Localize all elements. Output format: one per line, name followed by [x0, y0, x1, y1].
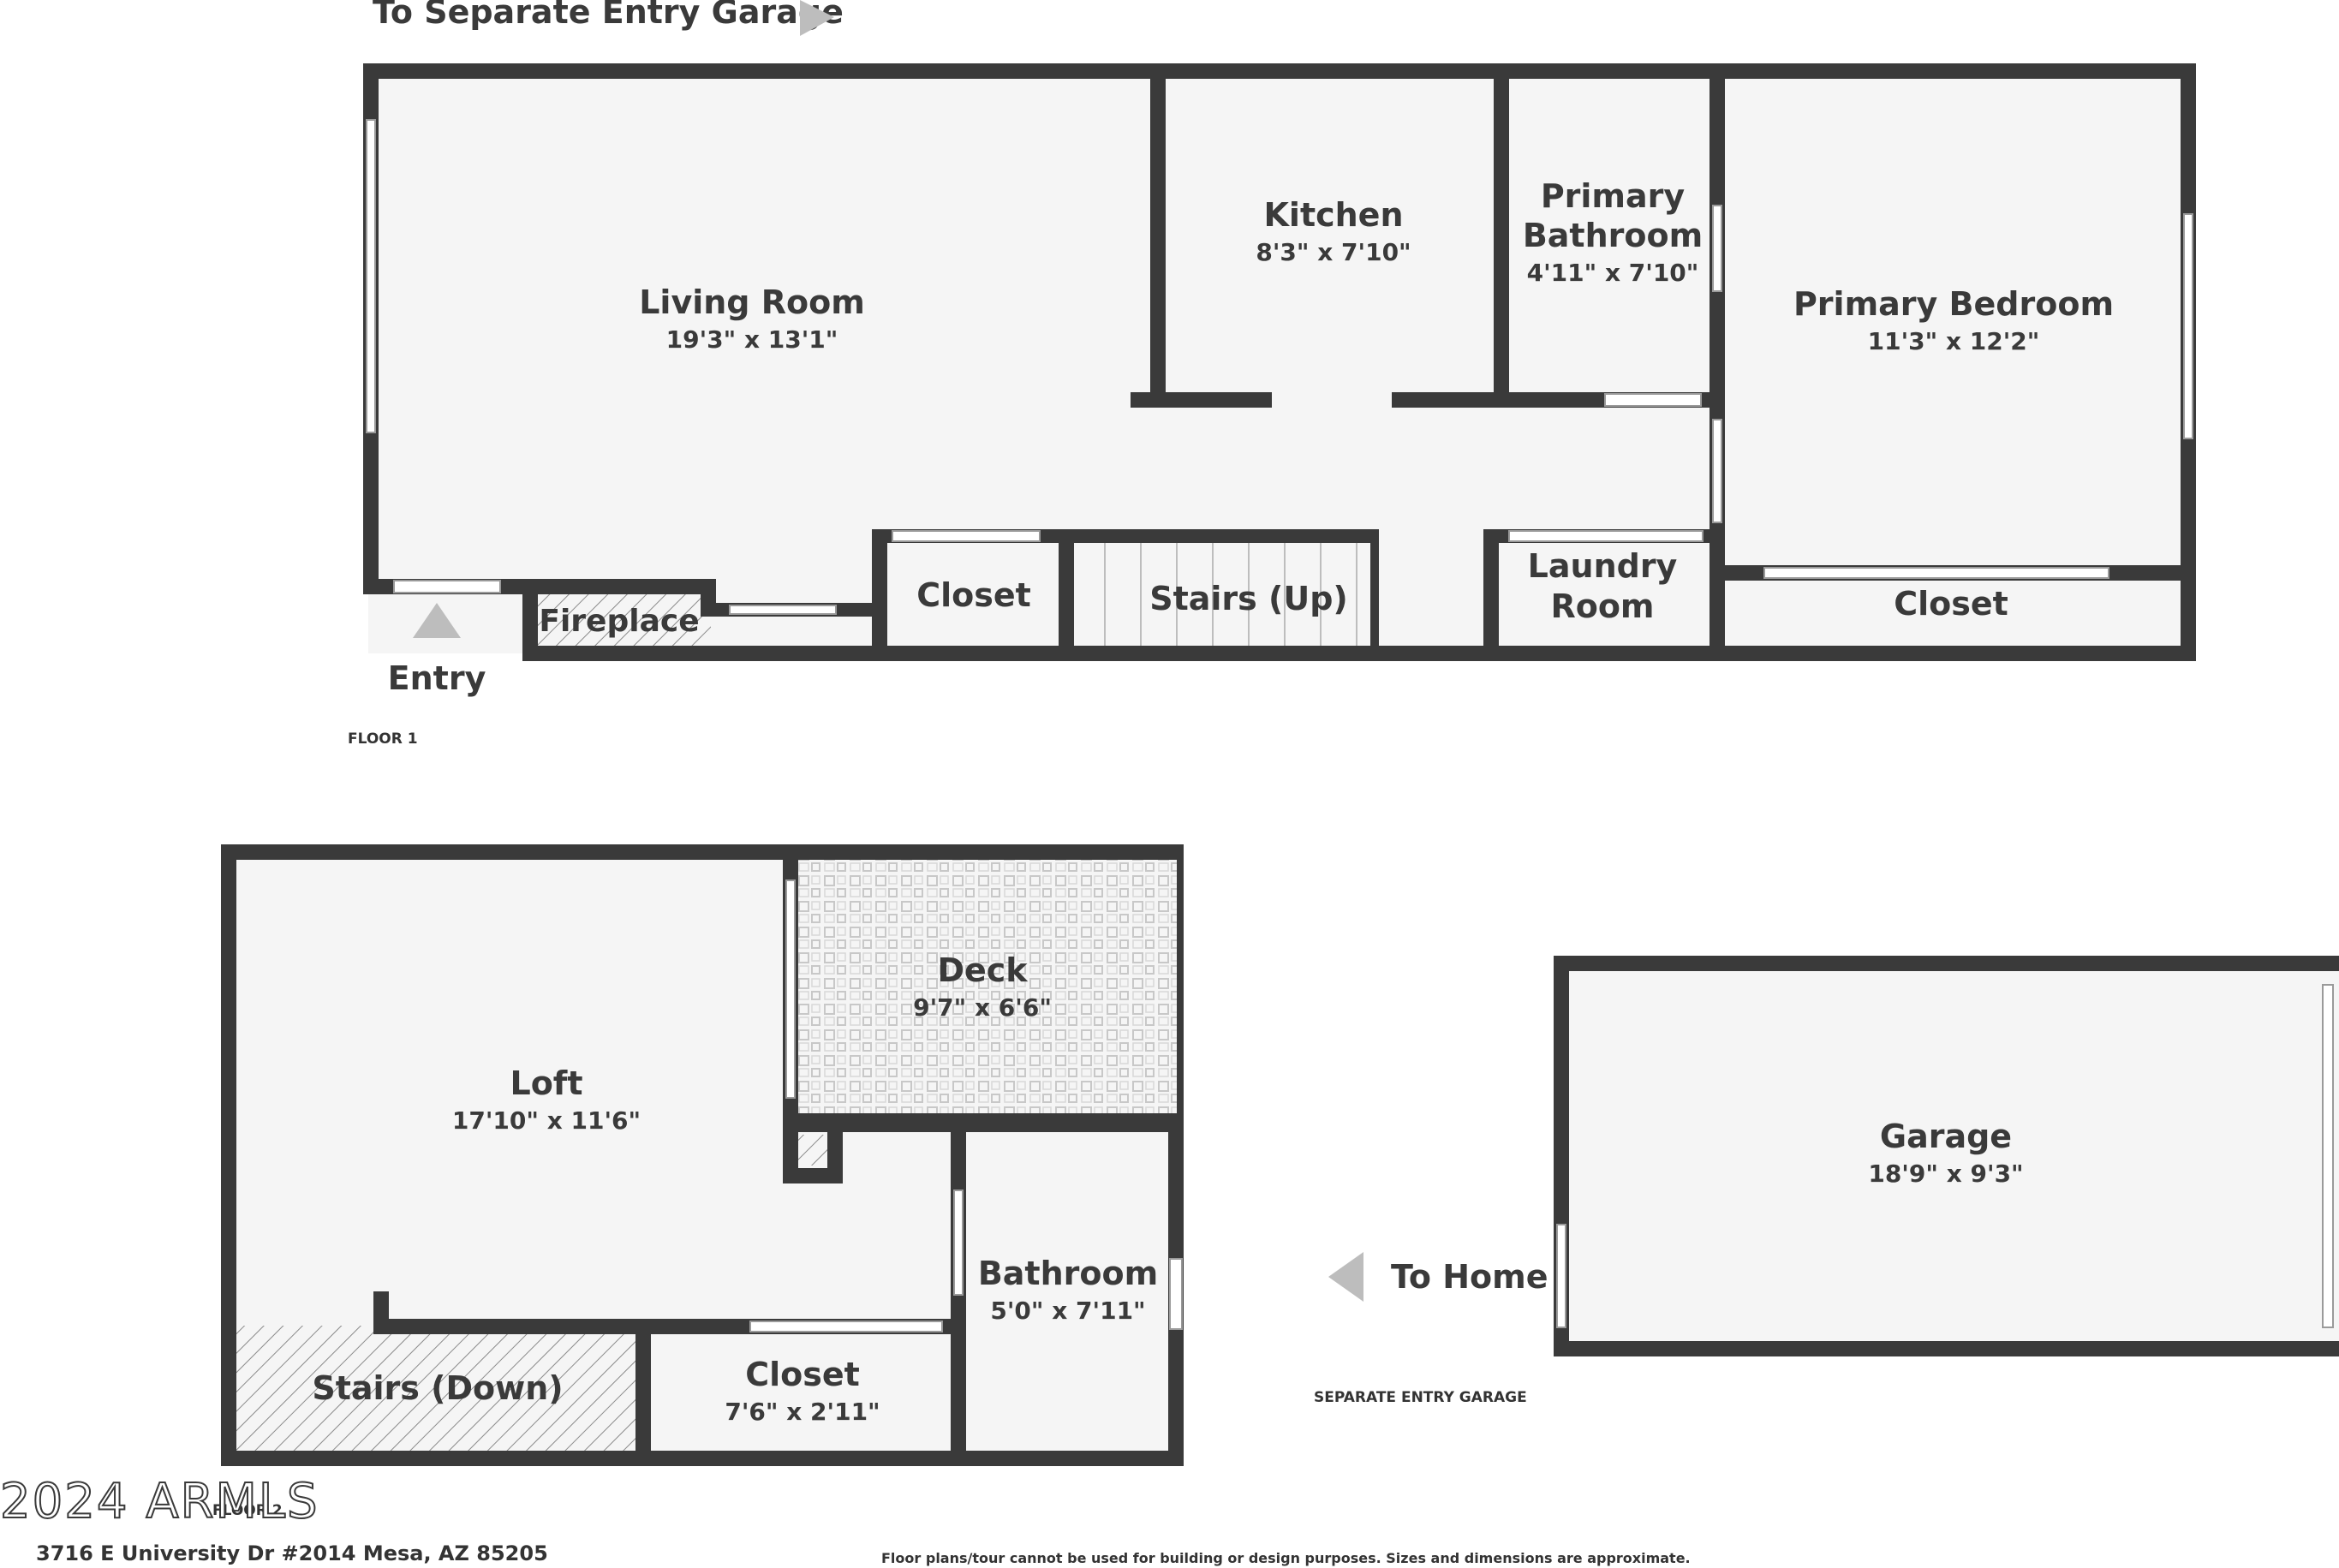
fireplace-hatch: [526, 585, 711, 653]
garage-dims: 18'9" x 9'3": [1868, 1160, 2023, 1188]
garage-openings: [1556, 984, 2334, 1328]
to-garage-label: To Separate Entry Garage: [373, 0, 844, 31]
to-garage-arrow-icon: [800, 0, 834, 36]
closet-3-dims: 7'6" x 2'11": [725, 1398, 880, 1426]
to-home-arrow-icon: [1328, 1252, 1363, 1302]
garage-plan: Garage 18'9" x 9'3" To Home SEPARATE ENT…: [1314, 956, 2339, 1406]
loft-name: Loft: [510, 1064, 582, 1102]
primary-bedroom-name: Primary Bedroom: [1793, 285, 2114, 323]
deck-name: Deck: [937, 951, 1028, 989]
address-label: 3716 E University Dr #2014 Mesa, AZ 8520…: [36, 1541, 548, 1565]
chase-hatch: [797, 1135, 827, 1166]
garage-area: [1560, 963, 2339, 1344]
closet-label-2: Closet: [1894, 585, 2008, 623]
primary-bathroom-dims: 4'11" x 7'10": [1527, 259, 1699, 287]
floor-1-openings: [366, 119, 2193, 615]
fireplace-label: Fireplace: [539, 604, 699, 639]
to-home-label: To Home: [1391, 1258, 1548, 1296]
garage-name: Garage: [1880, 1118, 2012, 1155]
closet-label-1: Closet: [916, 576, 1031, 614]
loft-dims: 17'10" x 11'6": [452, 1106, 641, 1135]
entry-label: Entry: [388, 659, 486, 697]
deck-tiles: [797, 860, 1182, 1117]
laundry-room-name-line1: Laundry: [1528, 547, 1678, 585]
laundry-room-name-line2: Room: [1550, 587, 1654, 625]
stairs-up-treads: [1104, 538, 1357, 651]
disclaimer-text: Floor plans/tour cannot be used for buil…: [881, 1550, 1691, 1566]
living-room-name: Living Room: [639, 283, 865, 321]
closet-label-3: Closet: [745, 1356, 860, 1393]
floor-2-openings: [749, 879, 1183, 1333]
deck-dims: 9'7" x 6'6": [913, 993, 1052, 1022]
kitchen-dims: 8'3" x 7'10": [1256, 238, 1411, 266]
stairs-down-hatch: [233, 1326, 639, 1452]
floor-1-label: FLOOR 1: [348, 730, 418, 748]
kitchen-name: Kitchen: [1263, 196, 1403, 234]
primary-bathroom-name-line1: Primary: [1541, 177, 1686, 215]
stairs-down-label: Stairs (Down): [312, 1369, 563, 1407]
bathroom-dims: 5'0" x 7'11": [990, 1297, 1145, 1325]
watermark: 2024 ARMLS: [0, 1474, 319, 1529]
entry-arrow-icon: [413, 603, 461, 638]
garage-caption: SEPARATE ENTRY GARAGE: [1314, 1389, 1527, 1406]
primary-bathroom-name-line2: Bathroom: [1523, 217, 1703, 254]
floor-1-area: [368, 72, 2187, 653]
primary-bedroom-dims: 11'3" x 12'2": [1868, 327, 2040, 355]
floor-1-plan: Living Room 19'3" x 13'1" Kitchen 8'3" x…: [348, 0, 2196, 748]
bathroom-name: Bathroom: [978, 1255, 1158, 1292]
floor-2-plan: Loft 17'10" x 11'6" Deck 9'7" x 6'6" Bat…: [212, 844, 1184, 1519]
floor-2-label: FLOOR 2: [212, 1502, 283, 1519]
living-room-dims: 19'3" x 13'1": [666, 325, 838, 354]
stairs-up-label: Stairs (Up): [1149, 580, 1348, 617]
